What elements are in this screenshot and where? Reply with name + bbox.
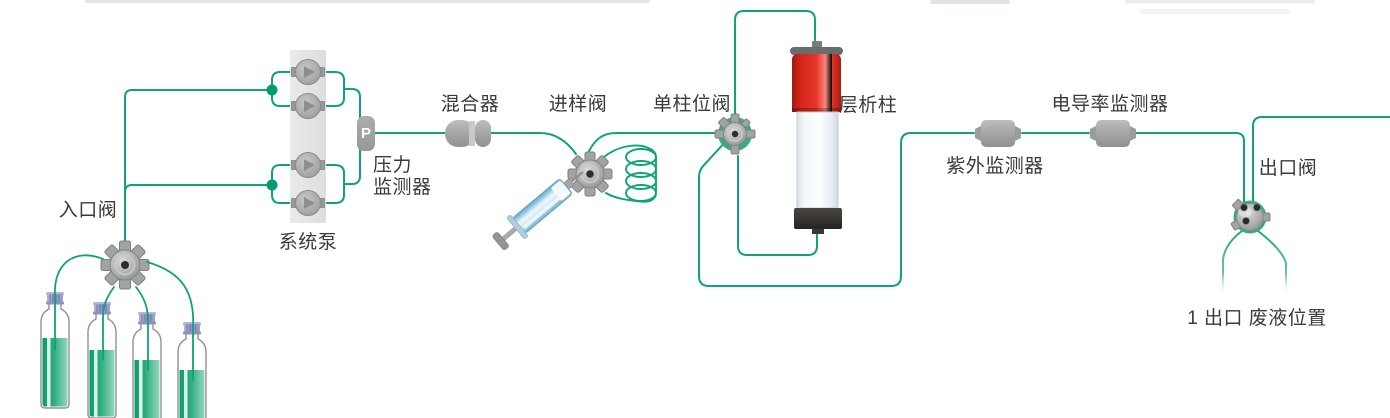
label-uv-monitor: 紫外监测器: [946, 156, 1044, 177]
junction-dot: [266, 179, 278, 191]
inlet-valve-icon: [100, 240, 150, 290]
syringe-icon: [492, 171, 584, 250]
pressure-badge-letter: P: [360, 125, 371, 142]
pump-head-icon: [291, 59, 325, 85]
label-mixer: 混合器: [440, 94, 500, 115]
chromatography-column-icon: [790, 41, 843, 234]
pump-head-icon: [291, 93, 325, 119]
mixer-icon: [445, 120, 491, 147]
label-system-pump: 系统泵: [278, 232, 338, 253]
label-outlet-valve: 出口阀: [1258, 158, 1318, 179]
pump-head-icon: [291, 190, 325, 216]
injection-valve-icon: [567, 151, 613, 197]
label-column-valve: 单柱位阀: [652, 94, 731, 115]
conductivity-monitor-icon: [1090, 120, 1136, 147]
pressure-monitor-icon: P: [357, 116, 375, 151]
label-injection-valve: 进样阀: [548, 94, 608, 115]
uv-monitor-icon: [975, 120, 1021, 147]
outlet-valve-icon: [1230, 199, 1271, 234]
buffer-bottle-icon: [132, 312, 162, 418]
junction-dot: [266, 84, 278, 96]
tube-pump-b-out: [322, 164, 345, 204]
buffer-bottle-icon: [177, 322, 207, 418]
label-inlet-valve: 入口阀: [58, 200, 118, 221]
buffer-bottle-icon: [40, 292, 70, 409]
column-valve-icon: [714, 113, 756, 155]
tube-pump-a-out: [322, 71, 345, 107]
label-conductivity-monitor: 电导率监测器: [1051, 94, 1169, 115]
label-outlet-positions: 1 出口 废液位置: [1187, 308, 1327, 329]
cropped-artifact: [1125, 0, 1315, 3]
cropped-artifact: [1140, 9, 1290, 14]
label-pressure-monitor-line1: 压力: [373, 155, 413, 176]
tube-inlet-branch: [124, 184, 269, 193]
label-column: 层析柱: [838, 95, 898, 116]
cropped-artifact: [85, 0, 650, 3]
tube-injection-to-colvalve: [588, 132, 717, 152]
buffer-bottle-icon: [87, 302, 117, 418]
label-pressure-monitor-line2: 监测器: [373, 177, 432, 198]
pump-head-icon: [291, 152, 325, 178]
cropped-artifact: [930, 0, 1010, 4]
tube-mixer-to-injection: [489, 132, 577, 155]
